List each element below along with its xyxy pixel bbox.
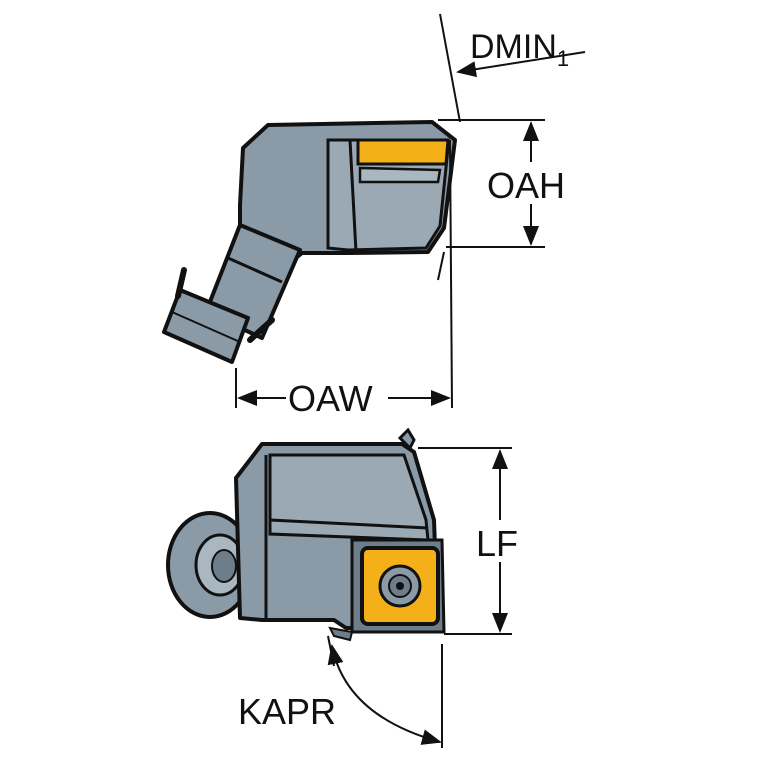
top-clamp [358,166,442,184]
front-view: LF KAPR [166,427,532,748]
front-top-pin [397,427,416,451]
top-insert [356,138,450,166]
oah-label: OAH [487,165,565,206]
kapr-label: KAPR [238,691,336,732]
oaw-label: OAW [288,378,373,419]
oaw-ext-right [449,139,453,409]
dmin-extension-line [439,13,461,123]
top-view: DMIN1 OAH OAW [162,13,586,419]
dmin-leader-line [456,51,586,78]
lf-label: LF [476,523,518,564]
kapr-arc [327,644,442,745]
dmin-label: DMIN1 [470,28,569,71]
